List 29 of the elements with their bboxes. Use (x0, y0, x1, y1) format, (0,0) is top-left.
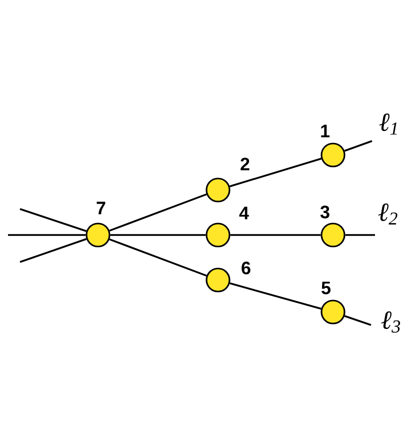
node-number: 1 (321, 124, 330, 138)
dot (320, 142, 346, 168)
line (109, 238, 207, 277)
line (230, 158, 322, 188)
line (230, 282, 322, 310)
dot (86, 222, 110, 248)
node-number: 7 (96, 202, 106, 214)
line (110, 234, 206, 236)
line (345, 234, 375, 236)
dot (206, 268, 230, 292)
line-label: ℓ$_{3}$ (381, 311, 400, 333)
dot (320, 300, 346, 324)
dot (206, 178, 230, 202)
line (344, 140, 372, 152)
line (20, 208, 87, 232)
node-number: 6 (242, 262, 250, 274)
dot (206, 222, 230, 248)
line-label: ℓ$_{1}$ (379, 114, 397, 135)
line (20, 238, 87, 263)
line (109, 193, 207, 232)
line (230, 234, 321, 236)
line (344, 315, 372, 326)
dot (320, 222, 346, 248)
node-number: 2 (240, 158, 250, 170)
line-label: ℓ$_{2}$ (378, 204, 398, 225)
node-number: 3 (320, 206, 330, 218)
node-number: 4 (239, 206, 249, 220)
node-number: 5 (322, 282, 331, 294)
line (8, 234, 86, 236)
